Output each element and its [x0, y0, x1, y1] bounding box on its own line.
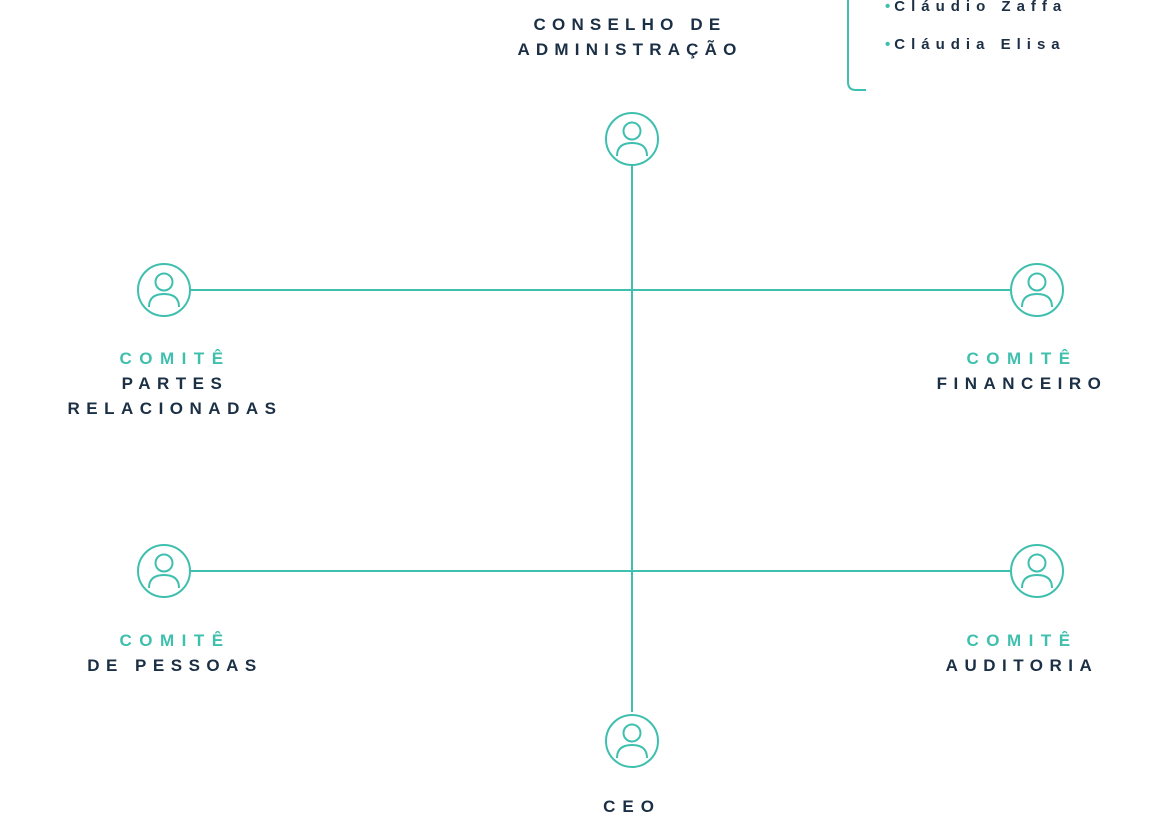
member-name: Cláudia Elisa: [894, 36, 1066, 53]
committee-name-line1: DE PESSOAS: [87, 656, 263, 675]
list-item: •Cláudio Zaffa: [885, 0, 1067, 26]
committee-financeiro-label: COMITÊ FINANCEIRO: [894, 346, 1150, 396]
committee-kind: COMITÊ: [966, 349, 1078, 368]
bullet-icon: •: [885, 0, 891, 15]
committee-kind: COMITÊ: [119, 631, 231, 650]
committee-name-line1: AUDITORIA: [945, 656, 1099, 675]
committee-partes-label: COMITÊ PARTES RELACIONADAS: [30, 346, 320, 421]
ceo-title: CEO: [603, 797, 661, 816]
ceo-label: CEO: [532, 794, 732, 819]
pessoas-person-icon: [137, 544, 191, 598]
board-title: CONSELHO DE ADMINISTRAÇÃO: [430, 12, 830, 62]
committee-name-line1: FINANCEIRO: [936, 374, 1108, 393]
board-title-line2: ADMINISTRAÇÃO: [517, 40, 743, 59]
committee-kind: COMITÊ: [119, 349, 231, 368]
committee-name-line1: PARTES: [121, 374, 229, 393]
partes-person-icon: [137, 263, 191, 317]
committee-name-line2: RELACIONADAS: [67, 399, 283, 418]
committee-pessoas-label: COMITÊ DE PESSOAS: [30, 628, 320, 678]
member-name: Cláudio Zaffa: [894, 0, 1068, 15]
committee-kind: COMITÊ: [966, 631, 1078, 650]
committee-auditoria-label: COMITÊ AUDITORIA: [894, 628, 1150, 678]
financeiro-person-icon: [1010, 263, 1064, 317]
ceo-person-icon: [605, 714, 659, 768]
members-bracket: [847, 0, 866, 91]
board-person-icon: [605, 112, 659, 166]
list-item: •Cláudia Elisa: [885, 26, 1067, 64]
board-title-line1: CONSELHO DE: [533, 15, 727, 34]
board-members-list: •Cláudio Zaffa •Cláudia Elisa: [885, 0, 1067, 64]
auditoria-person-icon: [1010, 544, 1064, 598]
bullet-icon: •: [885, 36, 891, 53]
